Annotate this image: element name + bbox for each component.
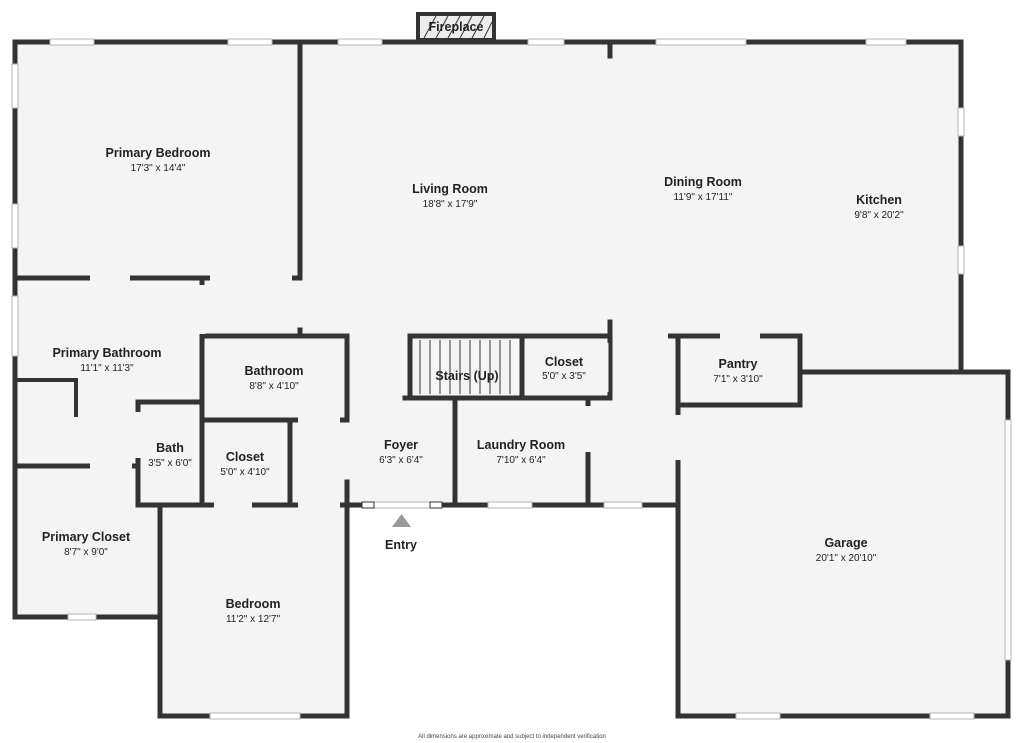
room-name-dining-room: Dining Room — [664, 175, 742, 189]
door-openings — [90, 274, 760, 509]
room-dims-dining-room: 11'9" x 17'11" — [674, 192, 733, 203]
fireplace-hatch — [416, 12, 496, 42]
room-dims-garage: 20'1" x 20'10" — [816, 553, 877, 564]
room-name-living-room: Living Room — [412, 182, 488, 196]
room-name-bathroom: Bathroom — [244, 364, 303, 378]
room-dims-foyer: 6'3" x 6'4" — [379, 455, 423, 466]
room-dims-kitchen: 9'8" x 20'2" — [854, 210, 904, 221]
room-dims-closet-stairs: 5'0" x 3'5" — [542, 371, 586, 382]
fireplace-label: Fireplace — [429, 20, 484, 34]
room-name-primary-bathroom: Primary Bathroom — [52, 346, 161, 360]
entry-label: Entry — [385, 538, 417, 552]
room-dims-closet-hall: 5'0" x 4'10" — [220, 467, 270, 478]
stair-treads — [419, 340, 511, 394]
room-name-kitchen: Kitchen — [856, 193, 902, 207]
room-dims-primary-closet: 8'7" x 9'0" — [64, 547, 108, 558]
room-dims-bedroom: 11'2" x 12'7" — [226, 614, 281, 625]
floor-fills — [15, 14, 1008, 716]
room-name-bedroom: Bedroom — [226, 597, 281, 611]
room-name-laundry-room: Laundry Room — [477, 438, 565, 452]
room-dims-bath: 3'5" x 6'0" — [148, 458, 192, 469]
disclaimer-text: All dimensions are approximate and subje… — [418, 734, 606, 740]
room-dims-living-room: 18'8" x 17'9" — [423, 199, 478, 210]
room-dims-laundry-room: 7'10" x 6'4" — [496, 455, 546, 466]
room-name-bath: Bath — [156, 441, 184, 455]
room-dims-primary-bathroom: 11'1" x 11'3" — [80, 363, 134, 374]
room-name-primary-bedroom: Primary Bedroom — [106, 146, 211, 160]
entry-arrow-icon — [392, 514, 411, 527]
room-dims-pantry: 7'1" x 3'10" — [713, 374, 763, 385]
room-name-closet-stairs: Closet — [545, 355, 584, 369]
room-name-closet-hall: Closet — [226, 450, 265, 464]
room-name-garage: Garage — [824, 536, 867, 550]
room-name-foyer: Foyer — [384, 438, 418, 452]
room-name-primary-closet: Primary Closet — [42, 530, 131, 544]
room-name-stairs: Stairs (Up) — [435, 369, 498, 383]
room-dims-primary-bedroom: 17'3" x 14'4" — [131, 163, 186, 174]
room-name-pantry: Pantry — [719, 357, 758, 371]
room-dims-bathroom: 8'8" x 4'10" — [249, 381, 299, 392]
windows — [11, 38, 1012, 720]
